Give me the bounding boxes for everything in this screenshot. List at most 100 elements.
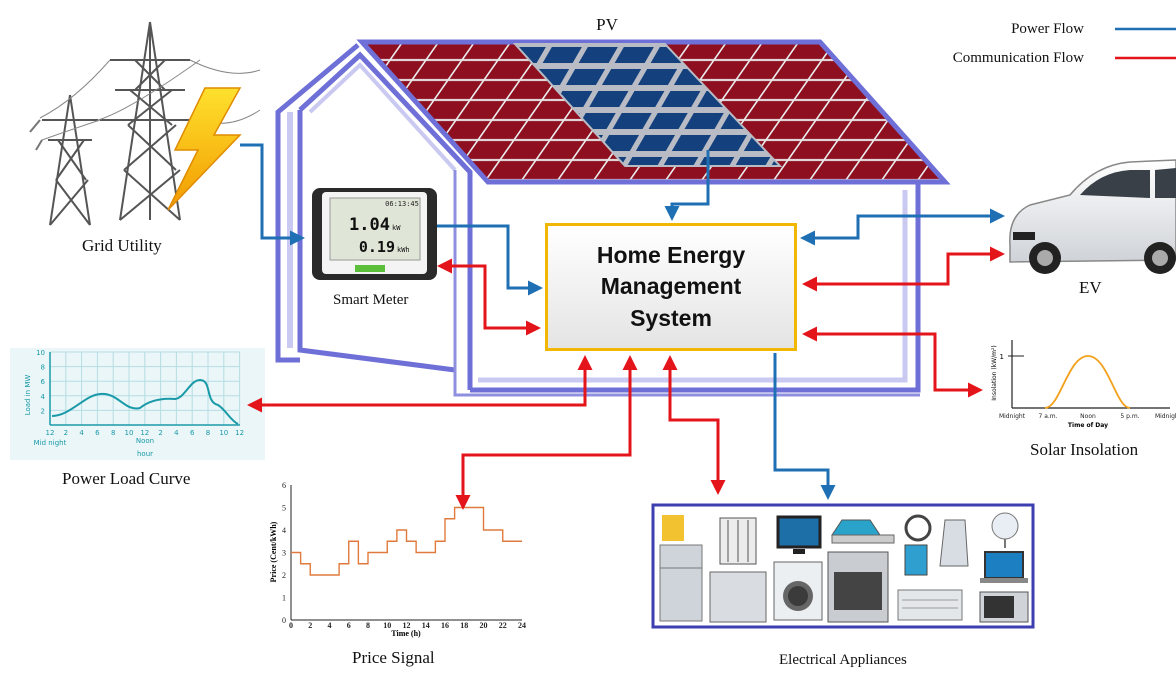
comm-arrow-hems-ev <box>802 246 1005 292</box>
air-conditioner-icon <box>897 589 963 621</box>
pv-label: PV <box>596 15 618 34</box>
comm-arrow-hems-price <box>455 355 638 510</box>
smart-meter-label: Smart Meter <box>333 292 409 308</box>
price-ytick: 6 <box>282 481 286 490</box>
pv-roof <box>356 39 951 185</box>
load-curve-xtick: 4 <box>79 429 84 437</box>
load-curve-ytick: 6 <box>41 378 46 386</box>
legend-communication-label: Communication Flow <box>953 50 1084 66</box>
electrical-appliances-label: Electrical Appliances <box>779 652 907 668</box>
load-curve-ylabel: Load in MW <box>24 375 32 416</box>
price-xtick: 10 <box>383 621 391 630</box>
dishwasher-icon <box>709 571 767 623</box>
price-xtick: 4 <box>328 621 332 630</box>
load-curve-xtick: 10 <box>219 429 228 437</box>
price-xtick: 16 <box>441 621 449 630</box>
grid-utility-icon <box>29 21 261 226</box>
price-xlabel: Time (h) <box>391 629 421 638</box>
insolation-xlabel: Time of Day <box>1068 422 1108 429</box>
meter-average-unit: kWh <box>397 246 410 254</box>
insolation-curve <box>1044 355 1131 409</box>
hems-box: Home Energy Management System <box>545 223 797 351</box>
price-xtick: 12 <box>403 621 411 630</box>
price-xtick: 14 <box>422 621 430 630</box>
comm-arrow-hems-insolation <box>802 326 983 398</box>
load-curve-ytick: 10 <box>36 349 45 357</box>
insolation-ytick: 1 <box>1000 353 1004 361</box>
price-xtick: 18 <box>460 621 468 630</box>
price-xtick: 20 <box>480 621 488 630</box>
load-curve-xtick: 2 <box>158 429 162 437</box>
laptop-icon <box>984 551 1024 579</box>
ev-car-icon <box>1009 159 1176 274</box>
meter-now-unit: kW <box>392 224 401 232</box>
price-xtick: 24 <box>518 621 526 630</box>
load-curve-line <box>51 378 239 425</box>
meter-average-value: 0.19 <box>359 238 395 256</box>
communication-flow-arrows <box>247 246 1005 510</box>
load-curve-xtick: 4 <box>174 429 179 437</box>
price-ytick: 4 <box>282 526 286 535</box>
price-xtick: 6 <box>347 621 351 630</box>
price-xtick: 22 <box>499 621 507 630</box>
tv-icon <box>776 515 822 549</box>
insolation-xtick: Noon <box>1080 413 1096 420</box>
toaster-icon <box>662 515 684 541</box>
meter-now-value: 1.04 <box>349 215 390 235</box>
price-ytick: 2 <box>282 571 286 580</box>
fan-icon <box>991 512 1019 540</box>
insolation-ylabel: Insolation (kW/m²) <box>991 345 998 400</box>
load-curve-xtick: 8 <box>111 429 115 437</box>
comm-arrow-hems-appliances <box>662 355 726 495</box>
load-curve-ytick: 8 <box>41 364 45 372</box>
price-signal-label: Price Signal <box>352 648 435 667</box>
power-arrow-hems-to-appliances <box>773 353 836 500</box>
insolation-xtick: 5 p.m. <box>1120 413 1139 420</box>
hems-line2: Management <box>600 273 742 300</box>
load-curve-noon: Noon <box>136 437 154 445</box>
power-load-curve-label: Power Load Curve <box>62 469 191 488</box>
vacuum-icon <box>904 514 932 542</box>
load-curve-xtick: 6 <box>95 429 100 437</box>
legend: Power Flow Communication Flow <box>953 21 1176 66</box>
hems-line3: System <box>630 304 712 331</box>
insolation-xtick: Midnight <box>999 413 1026 420</box>
price-ytick: 0 <box>282 616 286 625</box>
price-xtick: 8 <box>366 621 370 630</box>
price-ytick: 5 <box>282 504 286 513</box>
load-curve-ytick: 4 <box>41 393 46 401</box>
comm-arrow-meter-hems <box>437 258 541 336</box>
load-curve-xtick: 12 <box>235 429 244 437</box>
load-curve-midnight: Mid night <box>34 439 67 447</box>
power-arrow-grid-to-meter <box>240 143 305 246</box>
load-curve-xtick: 8 <box>206 429 210 437</box>
price-ytick: 1 <box>282 594 286 603</box>
power-arrow-pv-to-hems <box>664 150 710 221</box>
load-curve-xtick: 12 <box>46 429 55 437</box>
kettle-icon <box>939 519 969 567</box>
power-arrow-meter-to-hems <box>437 224 543 296</box>
meter-time: 06:13:45 <box>385 200 419 208</box>
fridge-icon <box>659 544 703 622</box>
grid-utility-label: Grid Utility <box>82 236 162 255</box>
load-curve-xcaption: hour <box>137 450 153 458</box>
appliances-panel <box>651 503 1035 629</box>
solar-insolation-label: Solar Insolation <box>1030 440 1139 459</box>
smart-meter-icon: 06:13:45 1.04 kW 0.19 kWh <box>312 188 437 280</box>
heater-icon <box>719 517 757 565</box>
load-curve-xtick: 2 <box>64 429 68 437</box>
load-curve-xtick: 12 <box>140 429 149 437</box>
legend-power-label: Power Flow <box>1011 21 1084 37</box>
price-ylabel: Price (Cent/kWh) <box>269 521 278 582</box>
power-arrow-hems-ev <box>800 208 1005 246</box>
insolation-xtick: 7 a.m. <box>1038 413 1057 420</box>
hems-line1: Home Energy <box>596 242 746 269</box>
lightning-bolt-icon <box>167 87 242 211</box>
price-xtick: 0 <box>289 621 293 630</box>
solar-insolation-chart: 1 Insolation (kW/m²) Midnight 7 a.m. Noon 5… <box>991 340 1176 429</box>
price-xtick: 2 <box>308 621 312 630</box>
load-curve-ytick: 2 <box>41 407 45 415</box>
